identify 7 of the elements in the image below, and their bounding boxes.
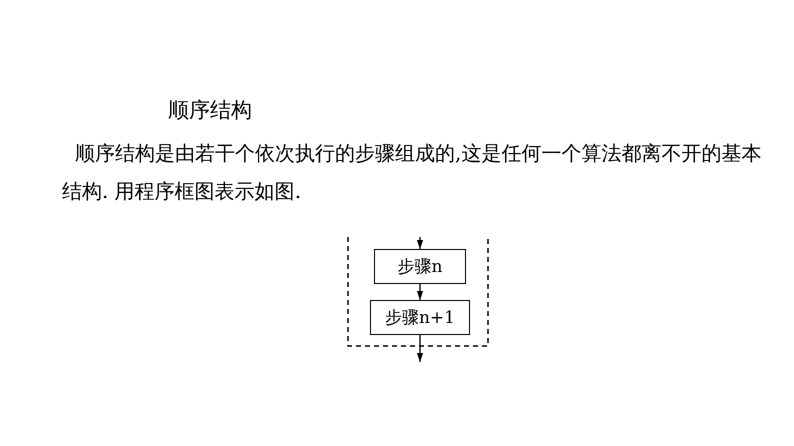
arrow (416, 237, 424, 249)
process-box: 步骤n (374, 249, 466, 284)
arrow (416, 284, 424, 300)
paragraph: 顺序结构是由若干个依次执行的步骤组成的,这是任何一个算法都离不开的基本结构. 用程序框图表示如图. (62, 140, 762, 205)
arrow (416, 335, 424, 362)
section-heading: 顺序结构 (168, 97, 252, 124)
process-box: 步骤n+1 (370, 300, 470, 335)
